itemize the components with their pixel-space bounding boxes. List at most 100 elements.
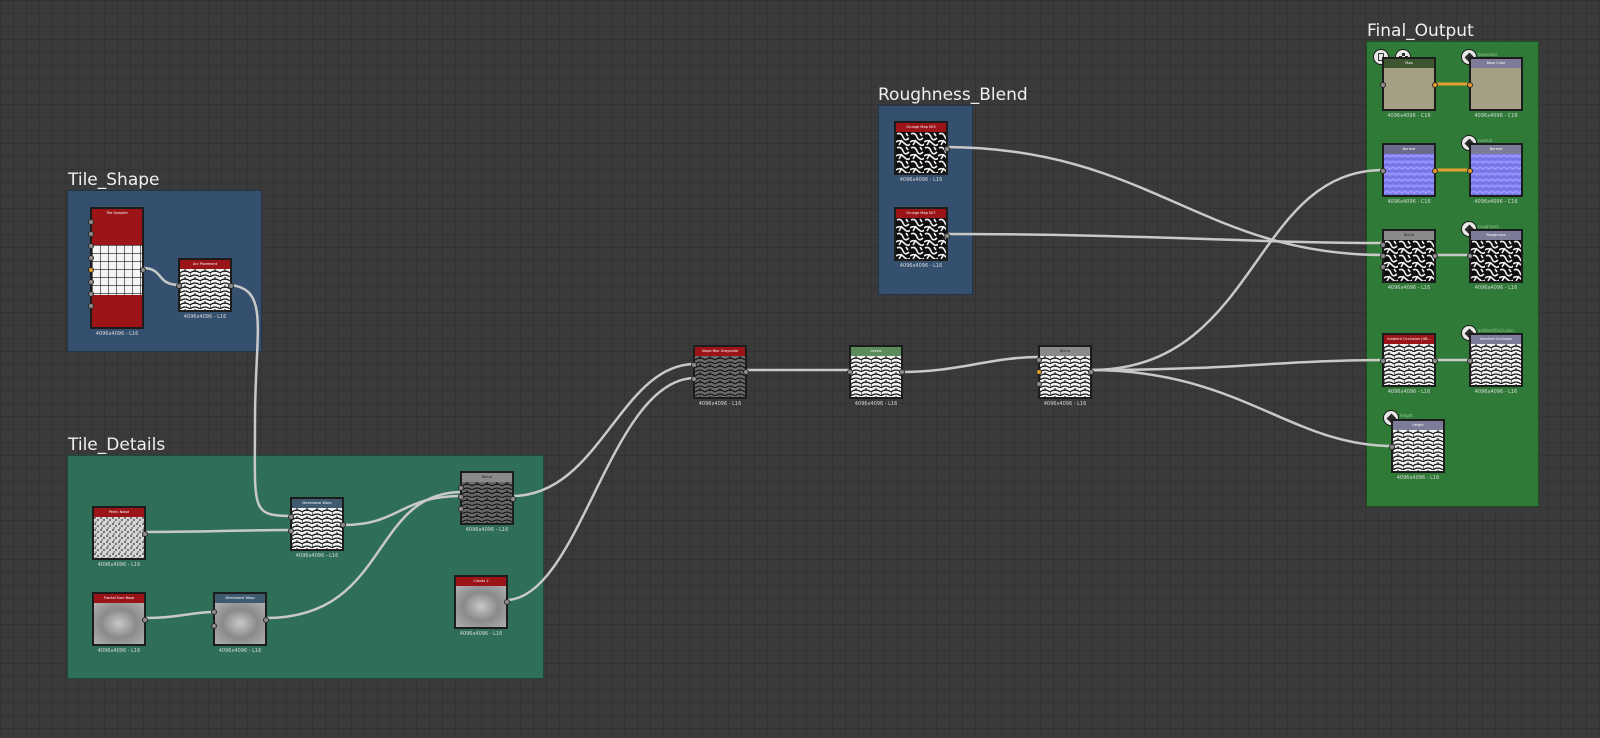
node-resolution: 4096x4096 - L16 bbox=[459, 631, 503, 637]
output-port[interactable] bbox=[1432, 82, 1438, 88]
input-port[interactable] bbox=[176, 283, 182, 289]
input-port[interactable] bbox=[1380, 253, 1386, 259]
input-port[interactable] bbox=[1467, 82, 1473, 88]
input-port[interactable] bbox=[288, 528, 294, 534]
node-resolution: 4096x4096 - L16 bbox=[1474, 389, 1518, 395]
node-normal-output[interactable]: Normal 4096x4096 - C16 bbox=[1467, 143, 1523, 205]
cobble-icon bbox=[851, 356, 901, 397]
node-tile-sampler[interactable]: Tile Sampler 4096x4096 - L16 bbox=[88, 207, 146, 337]
node-resolution: 4096x4096 - L16 bbox=[97, 562, 141, 568]
frame-title-tile-details[interactable]: Tile_Details bbox=[68, 435, 166, 455]
node-blend[interactable]: Blend 4096x4096 - L16 bbox=[458, 471, 516, 533]
node-levels[interactable]: Levels 4096x4096 - L16 bbox=[847, 345, 905, 407]
input-port[interactable] bbox=[211, 623, 217, 629]
input-port[interactable] bbox=[1467, 253, 1473, 259]
input-port[interactable] bbox=[1036, 357, 1042, 363]
node-resolution: 4096x4096 - L16 bbox=[218, 648, 262, 654]
output-port[interactable] bbox=[142, 531, 148, 537]
node-resolution: 4096x4096 - L16 bbox=[295, 553, 339, 559]
input-port[interactable] bbox=[88, 231, 94, 237]
wire bbox=[942, 232, 1385, 245]
node-arc-pavement[interactable]: Arc Pavement 4096x4096 - L16 bbox=[176, 258, 234, 320]
input-port[interactable] bbox=[1467, 168, 1473, 174]
wire bbox=[942, 145, 1385, 257]
output-port[interactable] bbox=[1432, 168, 1438, 174]
noise-icon bbox=[94, 517, 144, 558]
node-title: Blend bbox=[1040, 347, 1090, 356]
input-port[interactable] bbox=[88, 243, 94, 249]
node-resolution: 4096x4096 - L16 bbox=[1043, 401, 1087, 407]
node-grunge-map-003[interactable]: Grunge Map 003 4096x4096 - L16 bbox=[894, 121, 950, 183]
output-port[interactable] bbox=[944, 233, 950, 239]
output-port[interactable] bbox=[510, 496, 516, 502]
output-port[interactable] bbox=[944, 146, 950, 152]
node-roughness-output[interactable]: Roughness 4096x4096 - L16 bbox=[1467, 229, 1523, 291]
output-port[interactable] bbox=[142, 617, 148, 623]
node-normal[interactable]: Normal 4096x4096 - C16 bbox=[1380, 143, 1438, 205]
input-port[interactable] bbox=[88, 279, 94, 285]
frame-title-roughness-blend[interactable]: Roughness_Blend bbox=[878, 85, 1028, 105]
cobble-icon bbox=[1040, 356, 1090, 397]
node-title: Roughness bbox=[1471, 231, 1521, 240]
input-port[interactable] bbox=[1380, 358, 1386, 364]
node-directional-warp[interactable]: Directional Warp 4096x4096 - L16 bbox=[288, 497, 346, 559]
output-port[interactable] bbox=[228, 283, 234, 289]
node-directional-warp[interactable]: Directional Warp 4096x4096 - L16 bbox=[211, 592, 269, 654]
input-port[interactable] bbox=[1389, 444, 1395, 450]
input-port[interactable] bbox=[88, 219, 94, 225]
input-port[interactable] bbox=[458, 506, 464, 512]
normal-map-icon bbox=[1384, 154, 1434, 195]
grunge-icon bbox=[896, 132, 946, 173]
node-height-output[interactable]: Height 4096x4096 - L16 bbox=[1389, 419, 1445, 481]
output-port[interactable] bbox=[340, 522, 346, 528]
node-blend[interactable]: Blend 4096x4096 - L16 bbox=[1036, 345, 1094, 407]
output-port[interactable] bbox=[1432, 253, 1438, 259]
output-port[interactable] bbox=[1088, 369, 1094, 375]
input-port[interactable] bbox=[1036, 369, 1042, 375]
frame-title-tile-shape[interactable]: Tile_Shape bbox=[68, 170, 160, 190]
node-title: Base Color bbox=[1471, 59, 1521, 68]
cloud-icon bbox=[94, 603, 144, 644]
input-port[interactable] bbox=[1380, 82, 1386, 88]
node-slope-blur-grayscale[interactable]: Slope Blur Grayscale 4096x4096 - L16 bbox=[691, 345, 749, 407]
input-port[interactable] bbox=[458, 485, 464, 491]
input-port[interactable] bbox=[458, 494, 464, 500]
wire bbox=[1089, 168, 1385, 372]
input-port[interactable] bbox=[1380, 168, 1386, 174]
input-port[interactable] bbox=[691, 376, 697, 382]
input-port[interactable] bbox=[88, 291, 94, 297]
output-port[interactable] bbox=[899, 369, 905, 375]
cobble-icon bbox=[1393, 430, 1443, 471]
input-port[interactable] bbox=[1380, 242, 1386, 248]
output-id-label: roughness bbox=[1478, 224, 1499, 229]
grunge-icon bbox=[896, 218, 946, 259]
input-port[interactable] bbox=[88, 303, 94, 309]
node-grunge-map-007[interactable]: Grunge Map 007 4096x4096 - L16 bbox=[894, 207, 950, 269]
output-port[interactable] bbox=[1432, 358, 1438, 364]
node-blend[interactable]: Blend 4096x4096 - L16 bbox=[1380, 229, 1438, 291]
output-port[interactable] bbox=[263, 617, 269, 623]
node-fractal-sum-base[interactable]: Fractal Sum Base 4096x4096 - L16 bbox=[92, 592, 148, 654]
node-ambient-occlusion-hbao[interactable]: Ambient Occlusion (HB... 4096x4096 - L16 bbox=[1380, 333, 1438, 395]
node-ambient-occlusion-output[interactable]: Ambient Occlusion 4096x4096 - L16 bbox=[1467, 333, 1523, 395]
wire bbox=[342, 494, 463, 527]
input-port[interactable] bbox=[288, 514, 294, 520]
output-port[interactable] bbox=[743, 369, 749, 375]
output-port[interactable] bbox=[140, 267, 146, 273]
node-map[interactable]: Map 4096x4096 - C16 bbox=[1380, 57, 1438, 119]
input-port[interactable] bbox=[211, 609, 217, 615]
input-port[interactable] bbox=[1036, 381, 1042, 387]
frame-title-final-output[interactable]: Final_Output bbox=[1367, 21, 1474, 41]
output-port[interactable] bbox=[504, 599, 510, 605]
node-base-color-output[interactable]: Base Color 4096x4096 - C16 bbox=[1467, 57, 1523, 119]
node-title: Map bbox=[1384, 59, 1434, 68]
node-clouds-2[interactable]: Clouds 2 4096x4096 - L16 bbox=[454, 575, 510, 637]
node-perlin-noise[interactable]: Perlin Noise 4096x4096 - L16 bbox=[92, 506, 148, 568]
input-port[interactable] bbox=[691, 362, 697, 368]
input-port[interactable] bbox=[847, 369, 853, 375]
input-port[interactable] bbox=[88, 255, 94, 261]
input-port[interactable] bbox=[1467, 358, 1473, 364]
input-port[interactable] bbox=[1380, 264, 1386, 270]
node-title: Blend bbox=[462, 473, 512, 482]
input-port[interactable] bbox=[88, 267, 94, 273]
